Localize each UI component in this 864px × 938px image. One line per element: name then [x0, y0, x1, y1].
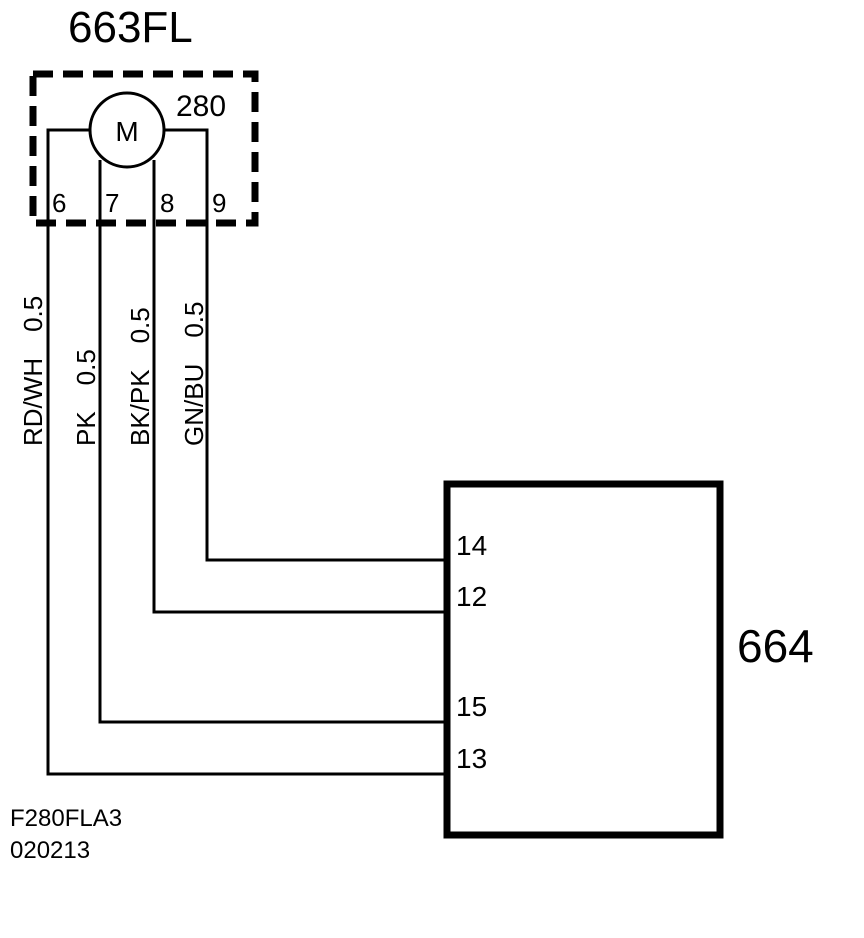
component-663-housing [29, 70, 259, 227]
wire-size-rd-wh: 0.5 [18, 296, 48, 332]
wire-gn-bu [205, 223, 447, 562]
component-663-pin-8: 8 [160, 188, 174, 218]
wire-size-gn-bu: 0.5 [179, 302, 209, 338]
footer-code: F280FLA3 [10, 805, 122, 832]
motor-lead-pin-9 [164, 128, 209, 226]
wire-size-pk: 0.5 [71, 349, 101, 385]
wire-label-pk: PK 0.5 [71, 349, 101, 446]
component-664-pin-14: 14 [456, 530, 487, 561]
component-663-title: 663FL [68, 3, 193, 52]
component-663-pin-7: 7 [105, 188, 119, 218]
component-664-pin-15: 15 [456, 691, 487, 722]
svg-text:RD/WH0.5: RD/WH 0.5 [18, 296, 48, 446]
wire-color-bk-pk: BK/PK [125, 369, 155, 446]
component-664-title: 664 [737, 620, 814, 672]
svg-text:GN/BU0.5: GN/BU 0.5 [179, 302, 209, 447]
component-663-pin-9: 9 [212, 188, 226, 218]
svg-text:BK/PK0.5: BK/PK 0.5 [125, 307, 155, 446]
wire-color-rd-wh: RD/WH [18, 358, 48, 446]
wire-rd-wh [46, 223, 447, 776]
component-663-sub-id: 280 [176, 90, 226, 123]
svg-text:PK0.5: PK 0.5 [71, 349, 101, 446]
footer-date: 020213 [10, 837, 90, 864]
motor-lead-pin-6 [46, 128, 90, 226]
wire-label-rd-wh: RD/WH 0.5 [18, 296, 48, 446]
motor-symbol: M [115, 116, 138, 147]
wire-bk-pk [152, 223, 447, 614]
wire-color-gn-bu: GN/BU [179, 364, 209, 446]
wire-pk [98, 223, 447, 724]
wire-label-bk-pk: BK/PK 0.5 [125, 307, 155, 446]
component-664-pin-13: 13 [456, 743, 487, 774]
component-664-pin-12: 12 [456, 581, 487, 612]
wire-color-pk: PK [71, 411, 101, 446]
component-663-pin-6: 6 [52, 188, 66, 218]
component-664-box [443, 480, 724, 839]
wire-size-bk-pk: 0.5 [125, 307, 155, 343]
wire-label-gn-bu: GN/BU 0.5 [179, 302, 209, 447]
